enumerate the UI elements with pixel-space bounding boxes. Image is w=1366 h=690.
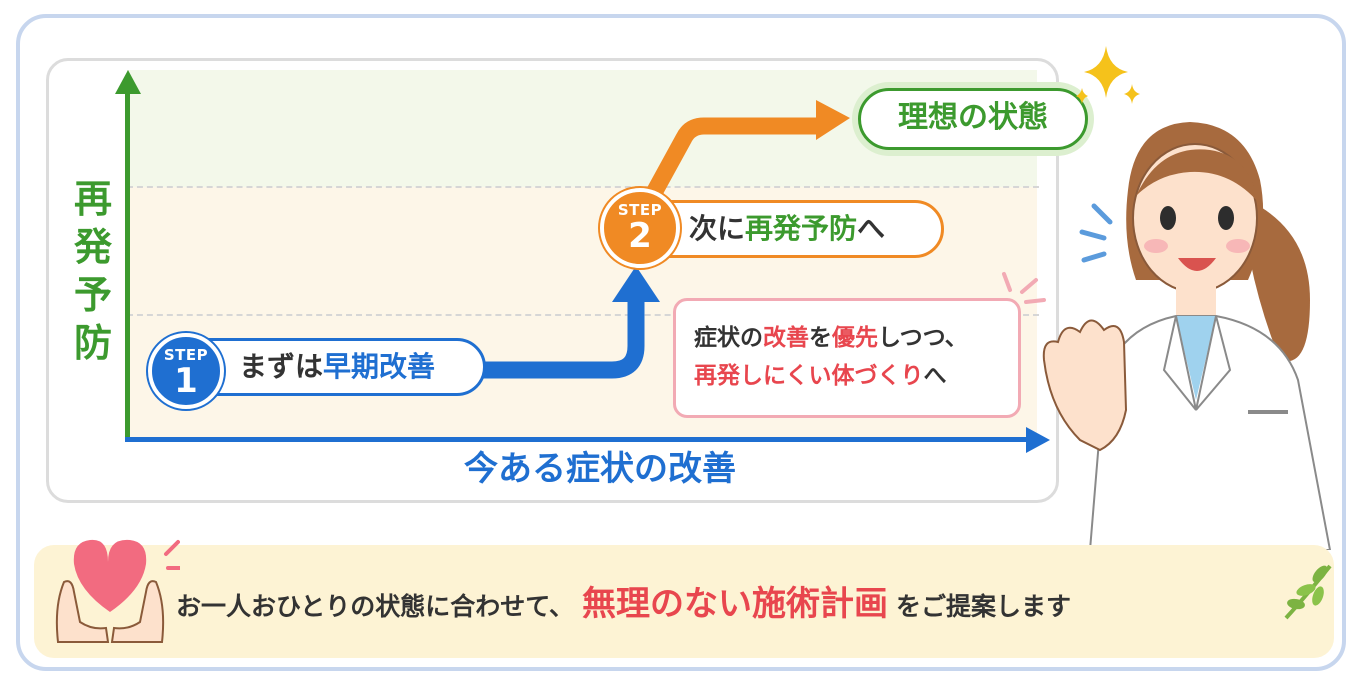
nurse-illustration bbox=[1042, 122, 1332, 550]
leaf-icon bbox=[1284, 564, 1332, 620]
goal-badge: 理想の状態 bbox=[858, 88, 1088, 150]
blue-step-arrow bbox=[470, 296, 645, 379]
note-text: 症状の bbox=[694, 325, 763, 351]
banner-emphasis: 無理のない施術計画 bbox=[582, 584, 889, 624]
heart-hands-icon bbox=[55, 539, 180, 643]
note-highlight: 優先 bbox=[832, 325, 878, 351]
step2-badge: STEP 2 bbox=[600, 188, 680, 268]
step2-emphasis: 再発予防 bbox=[745, 212, 858, 245]
step1-pill: まずは早期改善 bbox=[178, 338, 486, 396]
step1-prefix: まずは bbox=[239, 350, 324, 383]
step1-word: STEP bbox=[163, 346, 209, 364]
note-line-2: 再発しにくい体づくりへ bbox=[694, 357, 1018, 395]
divider-line-top bbox=[127, 186, 1039, 188]
step1-emphasis: 早期改善 bbox=[323, 350, 436, 383]
blue-arrowhead bbox=[612, 266, 660, 302]
note-text: を bbox=[809, 325, 832, 351]
bottom-banner bbox=[34, 545, 1334, 658]
step1-badge: STEP 1 bbox=[148, 333, 224, 409]
step2-number: 2 bbox=[628, 216, 652, 256]
note-highlight: 改善 bbox=[763, 325, 809, 351]
note-line-1: 症状の改善を優先しつつ、 bbox=[694, 319, 1018, 357]
y-axis-label: 再発予防 bbox=[73, 177, 112, 365]
note-text: しつつ、 bbox=[878, 325, 968, 351]
banner-message: お一人おひとりの状態に合わせて、無理のない施術計画をご提案します bbox=[176, 574, 1071, 634]
divider-line-mid bbox=[127, 314, 1039, 316]
step1-number: 1 bbox=[174, 361, 198, 401]
note-highlight: 再発しにくい体づくり bbox=[694, 363, 924, 389]
y-axis-arrowhead bbox=[115, 70, 141, 94]
step2-prefix: 次に bbox=[689, 212, 746, 245]
orange-arrowhead bbox=[816, 100, 850, 140]
note-text: へ bbox=[923, 363, 947, 389]
x-axis bbox=[125, 437, 1030, 442]
step2-suffix: へ bbox=[857, 212, 886, 245]
banner-suffix: をご提案します bbox=[896, 592, 1072, 621]
step2-word: STEP bbox=[617, 201, 663, 219]
motion-lines-icon bbox=[1079, 203, 1113, 263]
note-box: 症状の改善を優先しつつ、 再発しにくい体づくりへ bbox=[673, 298, 1021, 418]
x-axis-label: 今ある症状の改善 bbox=[464, 449, 736, 489]
orange-step-arrow bbox=[642, 117, 822, 205]
y-axis bbox=[125, 92, 130, 442]
banner-prefix: お一人おひとりの状態に合わせて、 bbox=[176, 592, 575, 621]
sparkle-icon bbox=[1076, 46, 1140, 104]
motion-lines-icon bbox=[1002, 272, 1046, 304]
x-axis-arrowhead bbox=[1026, 427, 1050, 453]
